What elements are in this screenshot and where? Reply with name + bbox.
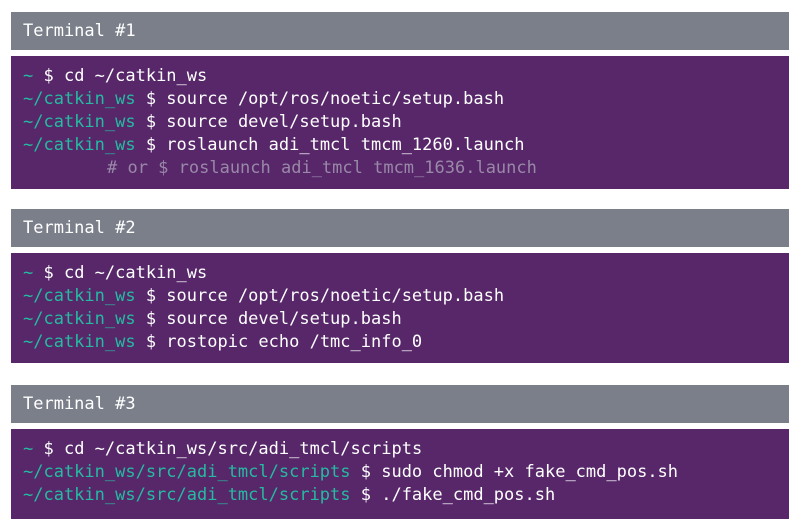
command-line: ~/catkin_ws/src/adi_tmcl/scripts $ sudo … <box>23 461 777 484</box>
prompt-path: ~/catkin_ws <box>23 286 136 306</box>
comment-line: # or $ roslaunch adi_tmcl tmcm_1636.laun… <box>107 158 537 178</box>
command-line: ~/catkin_ws $ roslaunch adi_tmcl tmcm_12… <box>23 134 777 157</box>
command-line: ~ $ cd ~/catkin_ws <box>23 262 777 285</box>
terminal-1: Terminal #1 ~ $ cd ~/catkin_ws ~/catkin_… <box>11 12 789 189</box>
command-text: $ sudo chmod +x fake_cmd_pos.sh <box>350 462 679 482</box>
command-line: ~/catkin_ws $ source /opt/ros/noetic/set… <box>23 88 777 111</box>
command-text: $ cd ~/catkin_ws <box>33 66 208 86</box>
command-text: $ roslaunch adi_tmcl tmcm_1260.launch <box>135 135 525 155</box>
command-line: ~ $ cd ~/catkin_ws <box>23 65 777 88</box>
terminal-3-header: Terminal #3 <box>11 385 789 423</box>
command-text: $ source /opt/ros/noetic/setup.bash <box>135 89 505 109</box>
prompt-path: ~/catkin_ws <box>23 112 136 132</box>
terminal-2: Terminal #2 ~ $ cd ~/catkin_ws ~/catkin_… <box>11 209 789 363</box>
terminal-1-body[interactable]: ~ $ cd ~/catkin_ws ~/catkin_ws $ source … <box>11 56 789 189</box>
terminal-3-body[interactable]: ~ $ cd ~/catkin_ws/src/adi_tmcl/scripts … <box>11 429 789 519</box>
prompt-path: ~/catkin_ws/src/adi_tmcl/scripts <box>23 485 351 505</box>
command-line: ~/catkin_ws $ source devel/setup.bash <box>23 308 777 331</box>
prompt-path: ~/catkin_ws/src/adi_tmcl/scripts <box>23 462 351 482</box>
terminal-1-header: Terminal #1 <box>11 12 789 50</box>
command-line: ~ $ cd ~/catkin_ws/src/adi_tmcl/scripts <box>23 438 777 461</box>
command-text: $ rostopic echo /tmc_info_0 <box>135 332 423 352</box>
command-text: $ source devel/setup.bash <box>135 112 402 132</box>
command-line: ~/catkin_ws/src/adi_tmcl/scripts $ ./fak… <box>23 484 777 507</box>
terminal-2-header: Terminal #2 <box>11 209 789 247</box>
command-line: ~/catkin_ws $ source /opt/ros/noetic/set… <box>23 285 777 308</box>
command-text: $ ./fake_cmd_pos.sh <box>350 485 556 505</box>
prompt-path: ~ <box>23 439 34 459</box>
command-text: $ source devel/setup.bash <box>135 309 402 329</box>
terminal-2-body[interactable]: ~ $ cd ~/catkin_ws ~/catkin_ws $ source … <box>11 253 789 363</box>
prompt-path: ~/catkin_ws <box>23 89 136 109</box>
command-line: ~/catkin_ws $ rostopic echo /tmc_info_0 <box>23 331 777 354</box>
command-text: $ source /opt/ros/noetic/setup.bash <box>135 286 505 306</box>
command-text: $ cd ~/catkin_ws/src/adi_tmcl/scripts <box>33 439 423 459</box>
prompt-path: ~ <box>23 66 34 86</box>
prompt-path: ~/catkin_ws <box>23 309 136 329</box>
prompt-path: ~/catkin_ws <box>23 332 136 352</box>
prompt-path: ~ <box>23 263 34 283</box>
command-text: $ cd ~/catkin_ws <box>33 263 208 283</box>
command-line: ~/catkin_ws $ source devel/setup.bash <box>23 111 777 134</box>
prompt-path: ~/catkin_ws <box>23 135 136 155</box>
terminal-3: Terminal #3 ~ $ cd ~/catkin_ws/src/adi_t… <box>11 385 789 519</box>
